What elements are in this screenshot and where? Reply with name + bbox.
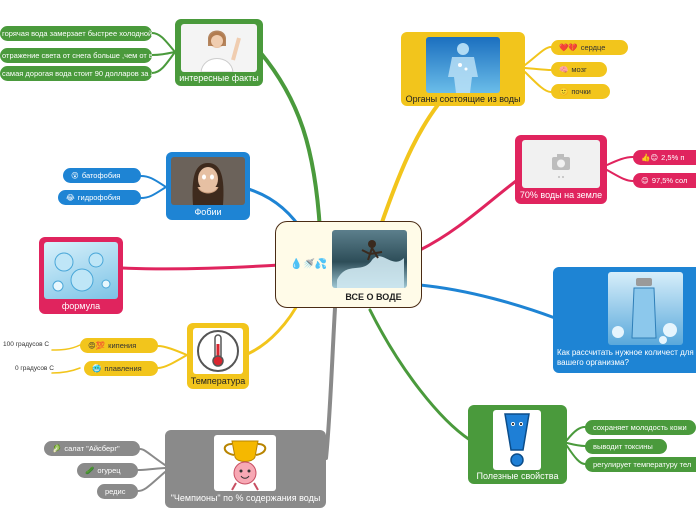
body-water-image [426, 37, 500, 93]
smile-face-icon: 🙂 [559, 87, 569, 96]
facts-title: интересные факты [179, 73, 259, 83]
formula-title: формула [61, 301, 101, 311]
phobia-label: батофобия [81, 171, 121, 180]
fact-item[interactable]: горячая вода замерзает быстрее холодной [0, 26, 152, 41]
cucumber-icon: 🥒 [85, 466, 95, 475]
node-calc[interactable]: Как рассчитать нужное количест для вашег… [553, 267, 696, 373]
organ-label: сердце [580, 43, 606, 52]
champion-item-cucumber[interactable]: 🥒огурец [77, 463, 138, 478]
phobia-label: гидрофобия [77, 193, 121, 202]
champion-item-radish[interactable]: редис [97, 484, 138, 499]
champion-label: огурец [97, 466, 121, 475]
organ-label: почки [571, 87, 591, 96]
earth-item-salt[interactable]: 😊97,5% сол [633, 173, 696, 188]
temperature-title: Температура [190, 376, 246, 386]
useful-title: Полезные свойства [476, 471, 559, 481]
camera-icon [552, 154, 570, 178]
useful-item[interactable]: регулирует температуру тел [585, 457, 696, 472]
water-bottle-image [608, 272, 683, 345]
temp-item-boiling[interactable]: 😡💯кипения [80, 338, 158, 353]
boiling-note: 100 градусов С [3, 341, 50, 348]
h2o-image [44, 242, 118, 299]
calc-title: Как рассчитать нужное количест для вашег… [557, 348, 694, 367]
temp-label: плавления [104, 364, 142, 373]
node-phobias[interactable]: Фобии [166, 152, 250, 220]
organ-label: мозг [571, 65, 587, 74]
champion-label: редис [105, 487, 126, 496]
image-placeholder [522, 140, 600, 188]
node-champions[interactable]: "Чемпионы" по % содержания воды [165, 430, 326, 508]
heart-icon: ❤️💔 [559, 43, 578, 52]
champion-label: салат "Айсберг" [64, 444, 120, 453]
fact-item[interactable]: отражение света от снега больше ,чем от … [0, 48, 152, 63]
brain-icon: 🧠 [559, 65, 569, 74]
angry-hundred-icon: 😡💯 [88, 341, 106, 350]
phobia-item-hydrophobia[interactable]: 😂гидрофобия [58, 190, 141, 205]
astonished-face-icon: 😲 [71, 171, 79, 180]
useful-item[interactable]: выводит токсины [585, 439, 667, 454]
central-image [332, 230, 407, 288]
organ-item-heart[interactable]: ❤️💔сердце [551, 40, 628, 55]
exclamation-image [493, 410, 541, 470]
organ-item-kidneys[interactable]: 🙂почки [551, 84, 610, 99]
thumbs-up-icon: 👍😊 [641, 153, 659, 162]
thermometer-image [193, 328, 243, 374]
earth-item-fresh[interactable]: 👍😊2,5% п [633, 150, 696, 165]
earth-label: 2,5% п [661, 153, 685, 162]
central-title: ВСЕ О ВОДЕ [345, 292, 402, 302]
champions-title: "Чемпионы" по % содержания воды [170, 493, 321, 503]
organs-title: Органы состоящие из воды [405, 94, 521, 104]
earth-label: 97,5% сол [651, 176, 688, 185]
node-formula[interactable]: формула [39, 237, 123, 314]
scared-woman-photo [171, 157, 245, 205]
cold-face-icon: 🥶 [92, 364, 102, 373]
earth-title: 70% воды на земле [519, 190, 603, 200]
node-useful[interactable]: Полезные свойства [468, 405, 567, 484]
leafy-green-icon: 🥬 [52, 444, 62, 453]
smiling-face-icon: 😊 [641, 176, 649, 185]
central-emoji: 💧🚿💦 [290, 259, 328, 270]
melting-note: 0 градусов С [15, 365, 54, 372]
laughing-face-icon: 😂 [66, 193, 75, 202]
woman-photo [181, 24, 257, 72]
temp-label: кипения [108, 341, 137, 350]
node-organs[interactable]: Органы состоящие из воды [401, 32, 525, 106]
champion-item-lettuce[interactable]: 🥬салат "Айсберг" [44, 441, 140, 456]
temp-item-melting[interactable]: 🥶плавления [84, 361, 158, 376]
trophy-image [214, 435, 276, 491]
fact-item[interactable]: самая дорогая вода стоит 90 долларов за … [0, 66, 152, 81]
node-earth[interactable]: 70% воды на земле [515, 135, 607, 204]
phobia-item-bathophobia[interactable]: 😲батофобия [63, 168, 141, 183]
organ-item-brain[interactable]: 🧠мозг [551, 62, 607, 77]
node-facts[interactable]: интересные факты [175, 19, 263, 86]
central-topic[interactable]: 💧🚿💦 ВСЕ О ВОДЕ [275, 221, 422, 308]
useful-item[interactable]: сохраняет молодость кожи [585, 420, 696, 435]
phobias-title: Фобии [194, 207, 222, 217]
node-temperature[interactable]: Температура [187, 323, 249, 389]
